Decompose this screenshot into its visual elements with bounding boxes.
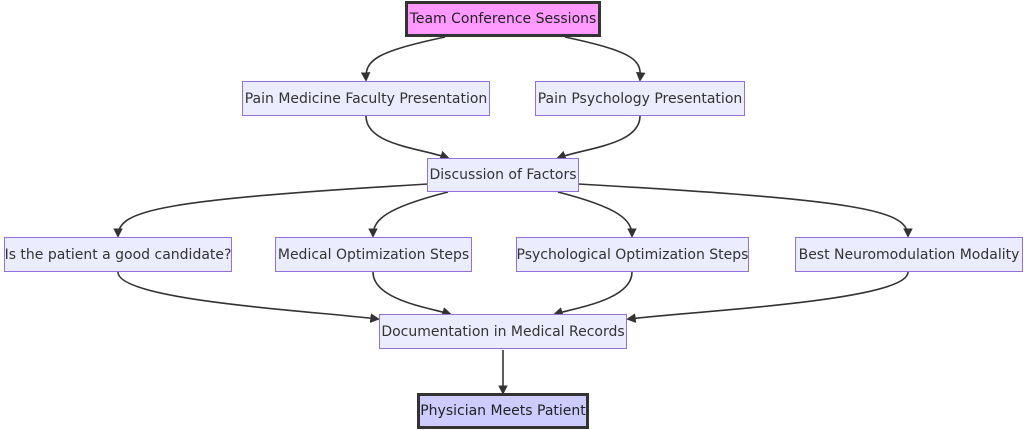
- edge-neuromodulation-to-documentation: [626, 271, 909, 323]
- edge-team-to-pain-psychology: [564, 36, 646, 82]
- node-discussion-of-factors: Discussion of Factors: [427, 158, 579, 192]
- edge-psychological-optimization-to-documentation: [553, 271, 633, 317]
- edge-team-to-pain-medicine: [360, 36, 446, 82]
- node-physician-meets-patient: Physician Meets Patient: [417, 393, 589, 429]
- edge-pain-medicine-to-discussion: [365, 115, 450, 160]
- node-documentation-in-medical-records: Documentation in Medical Records: [379, 314, 627, 349]
- node-pain-medicine-faculty-presentation: Pain Medicine Faculty Presentation: [242, 81, 490, 116]
- node-pain-psychology-presentation: Pain Psychology Presentation: [535, 81, 745, 116]
- node-best-neuromodulation-modality: Best Neuromodulation Modality: [795, 237, 1023, 272]
- edge-discussion-to-neuromodulation: [577, 183, 913, 238]
- node-medical-optimization-steps: Medical Optimization Steps: [275, 237, 472, 272]
- node-team-conference-sessions: Team Conference Sessions: [405, 1, 601, 37]
- edge-medical-optimization-to-documentation: [372, 271, 452, 317]
- edge-discussion-to-good-candidate: [113, 183, 429, 238]
- edge-discussion-to-medical-optimization: [368, 191, 449, 238]
- node-psychological-optimization-steps: Psychological Optimization Steps: [516, 237, 749, 272]
- edge-discussion-to-psychological-optimization: [557, 191, 637, 238]
- node-good-candidate: Is the patient a good candidate?: [4, 237, 232, 272]
- edge-good-candidate-to-documentation: [117, 271, 380, 323]
- edge-pain-psychology-to-discussion: [556, 115, 641, 160]
